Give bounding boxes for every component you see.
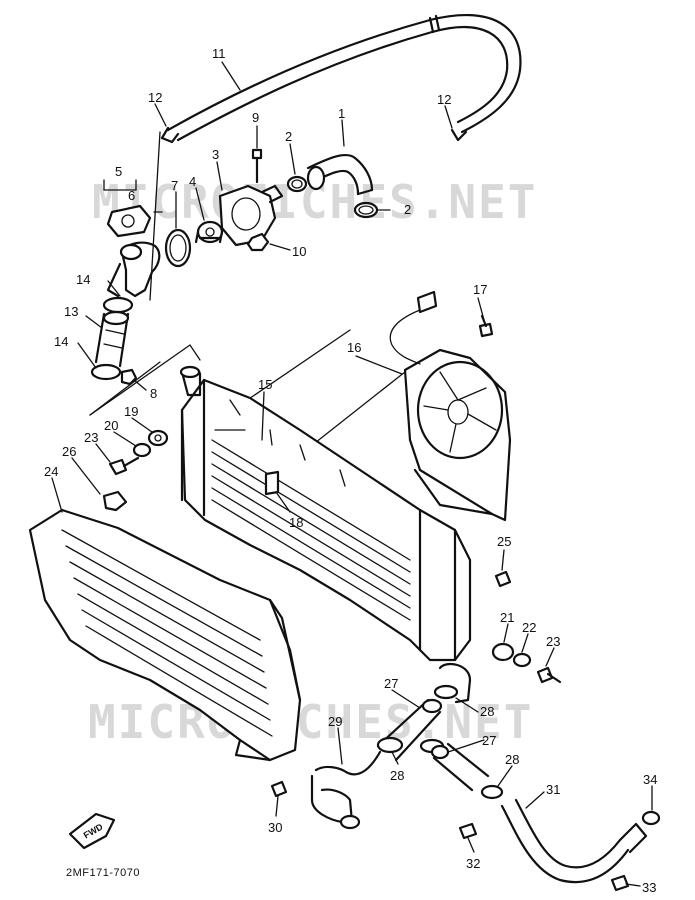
- part-4-thermostat: [194, 220, 224, 244]
- callout-34: 34: [643, 772, 657, 787]
- part-26-grommet: [102, 490, 128, 512]
- part-32-bolt: [458, 822, 478, 840]
- part-28-clamp-a: [433, 684, 459, 700]
- part-2-hose-clamp-lower: [353, 201, 379, 219]
- part-15-radiator: [179, 365, 472, 704]
- part-14-hose-clamp-lower: [90, 363, 122, 381]
- callout-12-right: 12: [437, 92, 451, 107]
- diagram-code: 2MF171-7070: [66, 867, 140, 879]
- callout-23-right: 23: [546, 634, 560, 649]
- part-5-outlet-pipe: [103, 179, 161, 298]
- callout-27-lower: 27: [482, 733, 496, 748]
- part-31-pipe: [500, 798, 648, 884]
- part-27-hose-lower: [430, 742, 490, 792]
- callout-18: 18: [289, 515, 303, 530]
- part-23-bolt-left: [108, 456, 140, 476]
- callout-7: 7: [171, 178, 178, 193]
- part-22-collar: [512, 652, 532, 668]
- callout-2-top: 2: [285, 129, 292, 144]
- callout-20: 20: [104, 418, 118, 433]
- callout-29: 29: [328, 714, 342, 729]
- callout-1: 1: [338, 106, 345, 121]
- part-8-bolt: [120, 368, 138, 386]
- callout-14-lower: 14: [54, 334, 68, 349]
- part-17-bolt: [478, 314, 494, 338]
- callout-17: 17: [473, 282, 487, 297]
- callout-24: 24: [44, 464, 58, 479]
- forward-arrow: FWD: [68, 812, 116, 850]
- callout-30: 30: [268, 820, 282, 835]
- callout-3: 3: [212, 147, 219, 162]
- callout-19: 19: [124, 404, 138, 419]
- part-33-bolt: [610, 874, 630, 892]
- callout-12-left: 12: [148, 90, 162, 105]
- part-25-bolt: [494, 570, 512, 588]
- callout-32: 32: [466, 856, 480, 871]
- part-3-thermostat-cover: [218, 184, 284, 247]
- callout-16: 16: [347, 340, 361, 355]
- callout-25: 25: [497, 534, 511, 549]
- callout-21: 21: [500, 610, 514, 625]
- part-11-overflow-hose: [166, 13, 522, 142]
- part-34-o-ring: [641, 810, 661, 826]
- part-10-nut: [246, 232, 270, 252]
- part-30-bolt: [270, 780, 288, 798]
- part-19-damper: [147, 429, 169, 447]
- part-20-collar: [132, 442, 152, 458]
- part-24-radiator-cover: [28, 508, 302, 762]
- callout-2-right: 2: [404, 202, 411, 217]
- part-7-o-ring: [164, 228, 192, 268]
- callout-leaders: [51, 61, 653, 887]
- callout-33: 33: [642, 880, 656, 895]
- callout-6: 6: [128, 188, 135, 203]
- callout-9: 9: [252, 110, 259, 125]
- callout-31: 31: [546, 782, 560, 797]
- callout-5: 5: [115, 164, 122, 179]
- callout-28-lower: 28: [505, 752, 519, 767]
- part-6-gasket: [106, 204, 152, 238]
- part-29-pipe: [310, 750, 382, 830]
- part-21-damper: [491, 642, 515, 662]
- part-12-hose-clamp-left: [160, 126, 180, 144]
- callout-10: 10: [292, 244, 306, 259]
- callout-4: 4: [189, 174, 196, 189]
- callout-27-upper: 27: [384, 676, 398, 691]
- part-16-cooling-fan: [389, 290, 512, 522]
- part-2-hose-clamp: [286, 175, 308, 193]
- part-28-clamp-d: [480, 784, 504, 800]
- part-9-bolt: [251, 148, 263, 184]
- callout-28-upper: 28: [480, 704, 494, 719]
- watermark-bottom: MICROFICHES.NET: [88, 695, 533, 749]
- callout-26: 26: [62, 444, 76, 459]
- part-13-hose: [94, 310, 130, 368]
- callout-11: 11: [212, 46, 226, 61]
- callout-15: 15: [258, 377, 272, 392]
- part-12-hose-clamp-right: [450, 128, 468, 142]
- part-1-radiator-hose: [306, 153, 374, 196]
- callout-14-upper: 14: [76, 272, 90, 287]
- part-28-clamp-b: [376, 736, 404, 754]
- callout-23-left: 23: [84, 430, 98, 445]
- part-23-bolt-right: [536, 666, 562, 684]
- part-18-bracket: [264, 470, 280, 496]
- callout-numbers: 11 12 12 1 2 2 3 4 9 10 5 6 7 14 13 14 8…: [44, 46, 657, 895]
- part-14-hose-clamp-upper: [102, 296, 134, 314]
- callout-13: 13: [64, 304, 78, 319]
- callout-28-middle: 28: [390, 768, 404, 783]
- callout-8: 8: [150, 386, 157, 401]
- callout-22: 22: [522, 620, 536, 635]
